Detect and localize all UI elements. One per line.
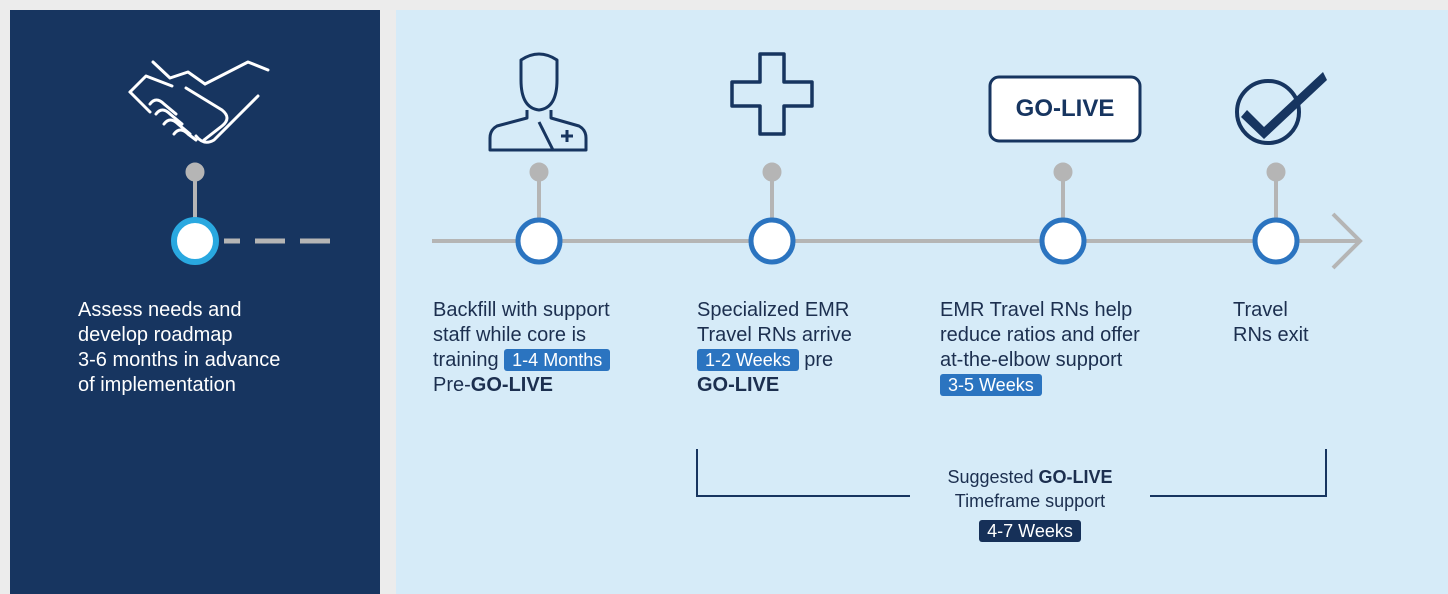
duration-badge: 3-5 Weeks xyxy=(940,374,1042,396)
duration-badge: 1-2 Weeks xyxy=(697,349,799,371)
milestone-marker-1 xyxy=(171,217,219,265)
phase-3-line-2: Travel RNs arrive xyxy=(697,324,852,346)
timeframe-badge: 4-7 Weeks xyxy=(979,520,1081,542)
milestone-marker-2 xyxy=(515,217,563,265)
phase-3-line-3: 1-2 Weeks pre xyxy=(697,348,927,373)
milestone-marker-3 xyxy=(748,217,796,265)
phase-2-line-2: staff while core is xyxy=(433,324,587,346)
phase-2-line-4: Pre-GO-LIVE xyxy=(433,374,554,396)
phase-3-line-1: Specialized EMR xyxy=(697,299,850,321)
timeframe-line-3: 4-7 Weeks xyxy=(915,519,1145,543)
phase-3-line-4: GO-LIVE xyxy=(697,374,780,396)
phase-4-line-3: at-the-elbow support xyxy=(940,349,1123,371)
milestone-stems xyxy=(185,162,1286,220)
phase-4-label: EMR Travel RNs help reduce ratios and of… xyxy=(940,298,1200,398)
phase-4-line-2: reduce ratios and offer xyxy=(940,324,1140,346)
phase-1-line-4: of implementation xyxy=(78,374,236,396)
timeframe-bracket xyxy=(696,449,1327,497)
go-live-sign-icon xyxy=(988,75,1142,143)
phase-2-label: Backfill with support staff while core i… xyxy=(433,298,683,398)
go-live-sign-label: GO-LIVE xyxy=(1015,95,1115,122)
phase-4-line-4: 3-5 Weeks xyxy=(940,373,1200,398)
nurse-icon xyxy=(488,52,588,152)
phase-4-line-1: EMR Travel RNs help xyxy=(940,299,1133,321)
duration-badge: 1-4 Months xyxy=(504,349,611,371)
milestone-marker-5 xyxy=(1252,217,1300,265)
phase-5-label: Travel RNs exit xyxy=(1233,298,1353,348)
phase-1-line-2: develop roadmap xyxy=(78,324,233,346)
timeframe-line-1: Suggested GO-LIVE xyxy=(947,467,1113,487)
checkmark-icon xyxy=(1235,72,1327,145)
phase-2-line-1: Backfill with support xyxy=(433,299,610,321)
milestone-marker-4 xyxy=(1039,217,1087,265)
handshake-icon xyxy=(128,60,270,144)
phase-5-line-2: RNs exit xyxy=(1233,324,1309,346)
phase-3-label: Specialized EMR Travel RNs arrive 1-2 We… xyxy=(697,298,927,398)
medical-cross-icon xyxy=(730,52,814,136)
timeframe-line-2: Timeframe support xyxy=(954,491,1106,511)
phase-1-line-1: Assess needs and xyxy=(78,299,242,321)
timeframe-label: Suggested GO-LIVE Timeframe support 4-7 … xyxy=(915,465,1145,543)
timeline-axis xyxy=(432,212,1363,270)
phase-5-line-1: Travel xyxy=(1233,299,1288,321)
phase-2-line-3: training 1-4 Months xyxy=(433,348,683,373)
left-panel xyxy=(10,10,380,594)
phase-1-line-3: 3-6 months in advance xyxy=(78,349,281,371)
phase-1-label: Assess needs and develop roadmap 3-6 mon… xyxy=(78,298,368,398)
